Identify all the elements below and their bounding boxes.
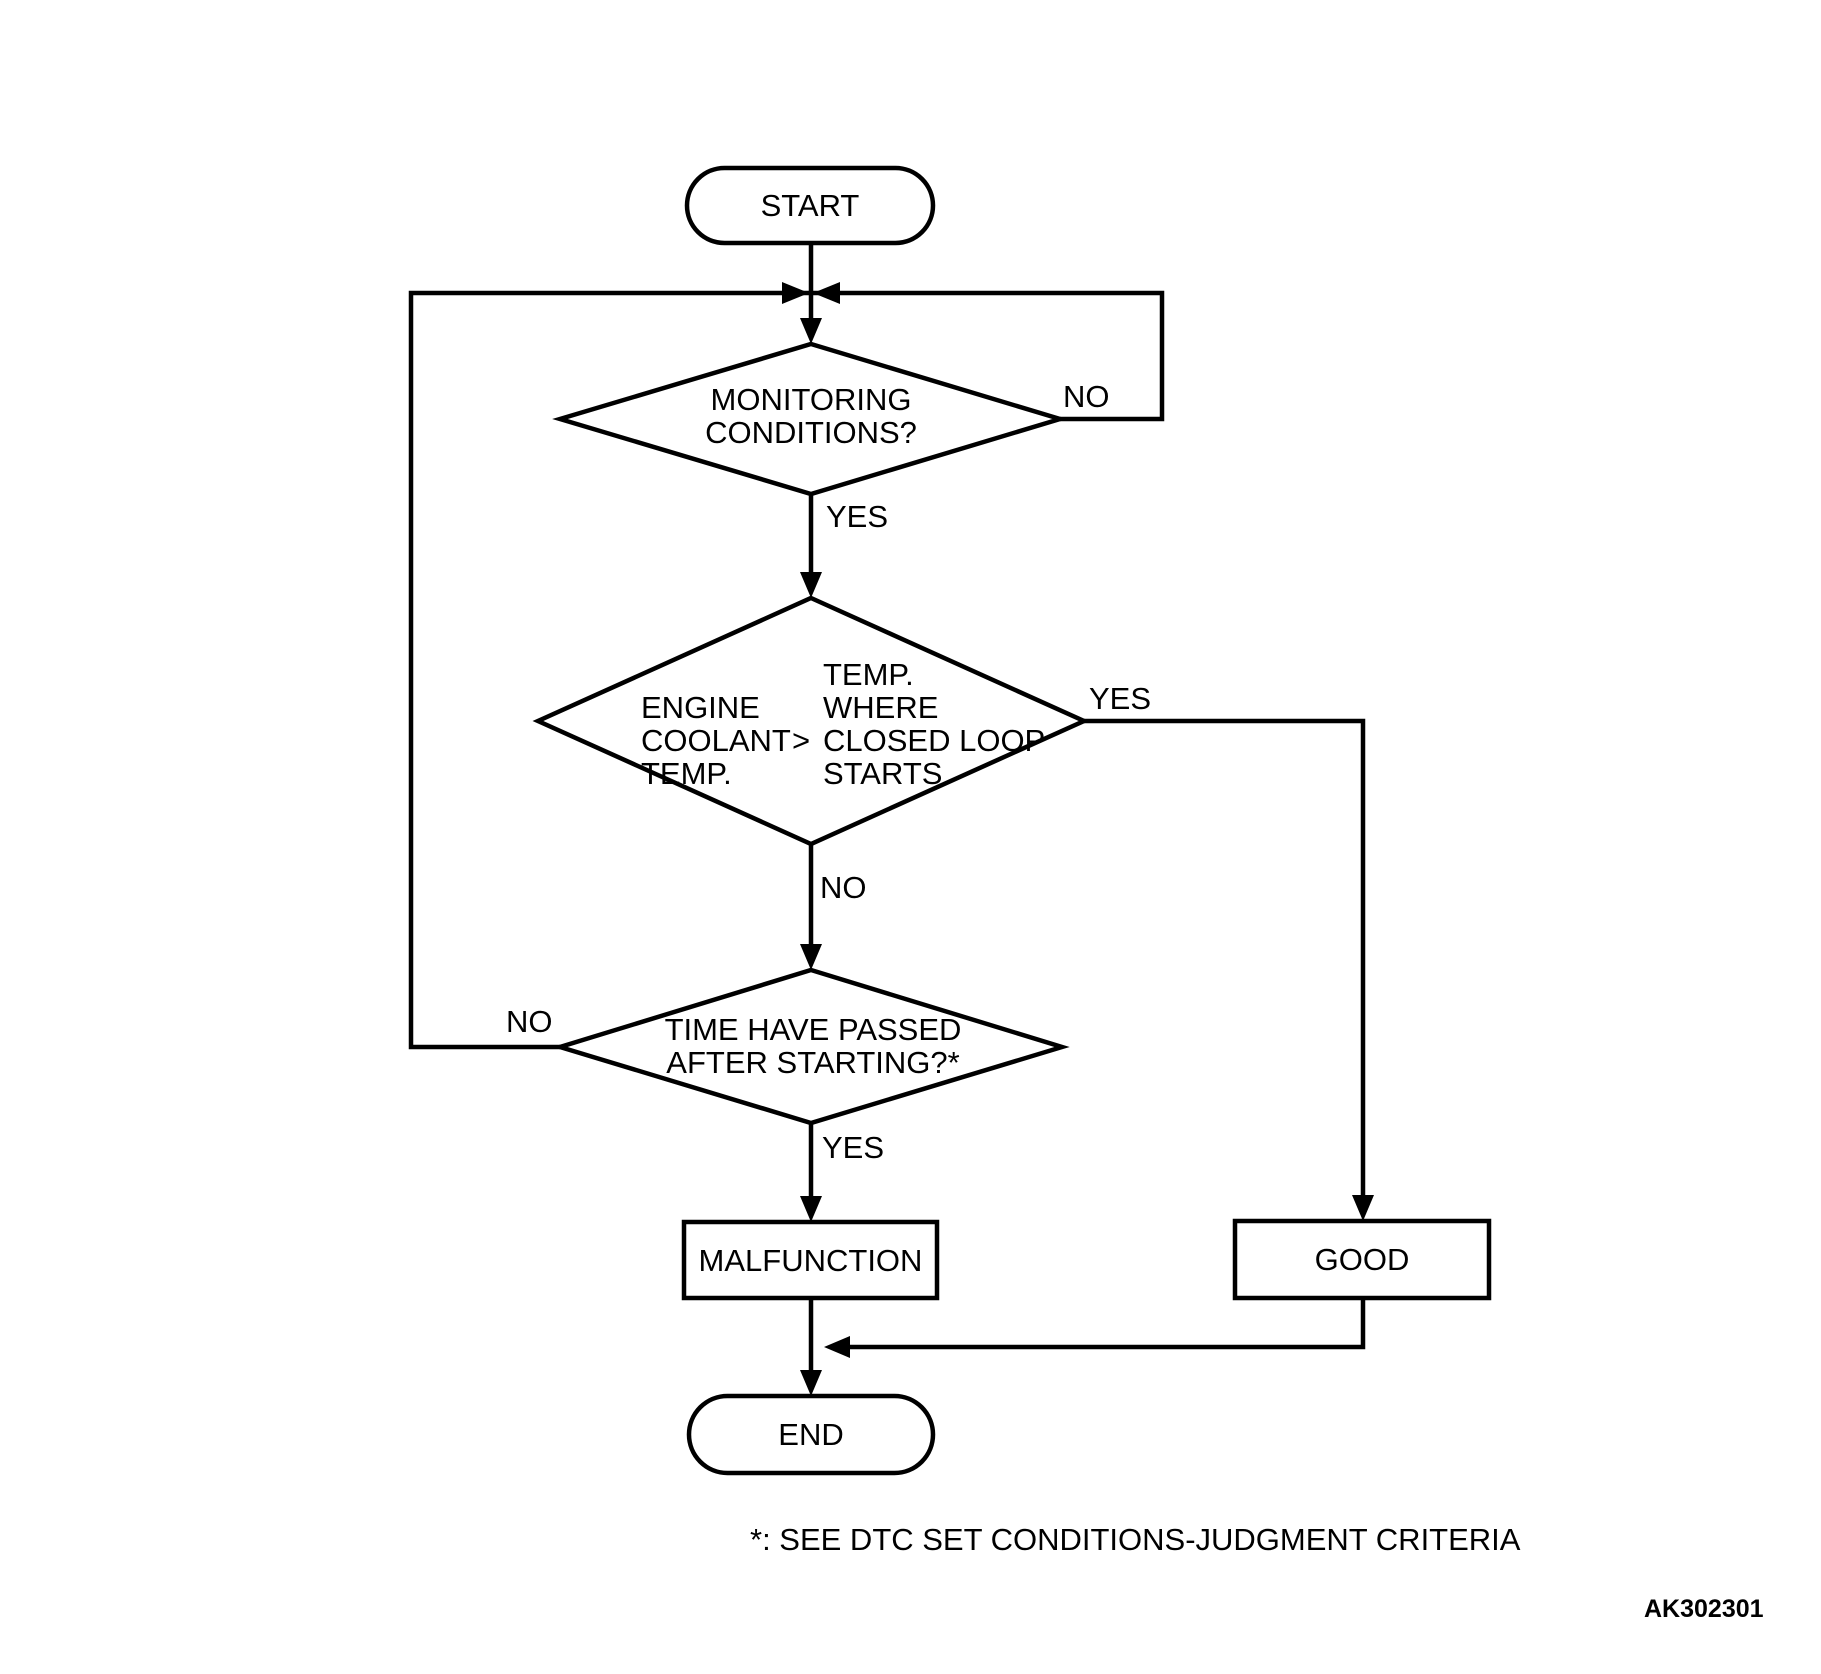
arrowhead-junction-left-icon [782,282,809,304]
decision2-yes-edge-label: YES [1089,681,1152,716]
arrowhead-into-good-icon [1352,1195,1374,1221]
decision3-label-line2: AFTER STARTING?* [666,1045,960,1080]
malfunction-node-label: MALFUNCTION [698,1242,923,1278]
decision1-yes-edge-label: YES [826,499,889,534]
decision1-no-edge-label: NO [1063,379,1110,414]
arrowhead-into-malfunction-icon [800,1196,822,1222]
decision1-label-line2: CONDITIONS? [705,415,917,450]
decision1-label-line1: MONITORING [710,382,912,417]
decision2-diamond-shape [532,595,1090,847]
decision2-operator: > [792,723,811,758]
edge-decision2-yes-to-good [1084,718,1366,1196]
good-node-label: GOOD [1314,1242,1410,1277]
malfunction-process-shape [681,1219,940,1301]
arrowhead-junction-right-icon [813,282,840,304]
decision2-left-label: ENGINE COOLANT TEMP. [641,691,791,790]
decision2-right-line4: STARTS [823,756,943,791]
decision1-diamond-shape [552,341,1068,497]
decision3-diamond-shape [552,967,1070,1126]
decision2-left-line2: COOLANT [641,723,791,758]
decision2-right-line3: CLOSED LOOP [823,723,1046,758]
decision2-no-edge-label: NO [820,870,867,905]
good-process-shape [1232,1218,1492,1301]
decision2-right-line2: WHERE [823,690,939,725]
start-node-label: START [760,188,860,223]
decision2-left-line3: TEMP. [641,756,732,791]
decision2-left-line1: ENGINE [641,690,760,725]
decision3-no-edge-label: NO [506,1004,553,1039]
decision3-label-line1: TIME HAVE PASSED [664,1012,962,1047]
decision2-right-line1: TEMP. [823,657,914,692]
decision2-right-label: TEMP. WHERE CLOSED LOOP STARTS [823,658,1045,790]
arrowhead-merge-left-icon [824,1336,850,1358]
reference-code: AK302301 [1644,1595,1764,1623]
decision1-label: MONITORING CONDITIONS? [705,383,917,449]
footnote: *: SEE DTC SET CONDITIONS-JUDGMENT CRITE… [750,1522,1521,1557]
decision3-label: TIME HAVE PASSED AFTER STARTING?* [665,1013,962,1079]
arrowhead-into-decision3-icon [800,944,822,970]
arrowhead-into-decision1-icon [800,318,822,344]
end-node-label: END [778,1417,844,1452]
edge-good-to-merge [849,1298,1366,1350]
decision3-yes-edge-label: YES [822,1130,885,1165]
arrowhead-into-end-icon [800,1370,822,1396]
arrowhead-into-decision2-icon [800,572,822,598]
start-terminator-shape [684,165,936,246]
